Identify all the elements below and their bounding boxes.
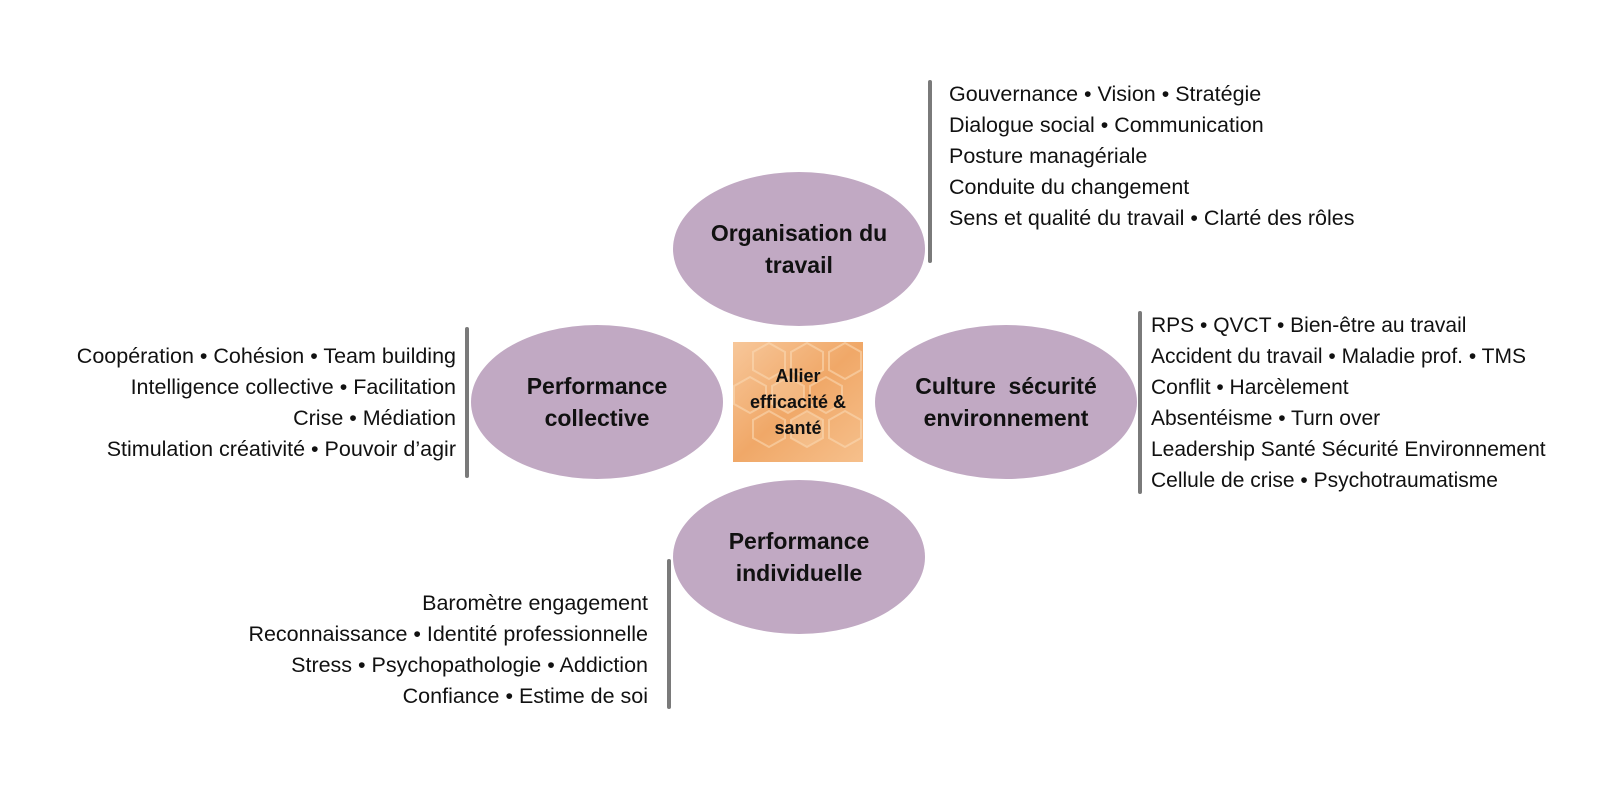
divider-bar-left <box>465 327 469 478</box>
list-item: Leadership Santé Sécurité Environnement <box>1151 438 1546 461</box>
list-item: Conduite du changement <box>949 175 1190 199</box>
list-item: Reconnaissance • Identité professionnell… <box>248 622 648 646</box>
list-organisation-du-travail: Gouvernance • Vision • Stratégie Dialogu… <box>949 79 1355 234</box>
list-item: Dialogue social • Communication <box>949 113 1264 137</box>
center-label: Allier efficacité & santé <box>738 363 858 441</box>
list-item: Gouvernance • Vision • Stratégie <box>949 82 1262 106</box>
divider-bar-top <box>928 80 932 263</box>
center-label-line: Allier <box>775 366 821 386</box>
node-label-line: environnement <box>923 405 1089 431</box>
center-label-line: efficacité & <box>749 392 847 412</box>
list-culture-securite-environnement: RPS • QVCT • Bien-être au travail Accide… <box>1151 310 1546 496</box>
node-label-line: collective <box>544 405 650 431</box>
node-culture-securite-environnement: Culture sécurité environnement <box>875 325 1137 479</box>
node-label-line: travail <box>765 252 833 278</box>
node-label-line: Performance <box>526 373 668 399</box>
center-tile: Allier efficacité & santé <box>733 342 863 462</box>
list-item: Stress • Psychopathologie • Addiction <box>291 653 648 677</box>
list-item: Crise • Médiation <box>293 406 456 430</box>
list-item: Absentéisme • Turn over <box>1151 407 1381 430</box>
list-item: Accident du travail • Maladie prof. • TM… <box>1151 345 1526 368</box>
list-item: Posture managériale <box>949 144 1148 168</box>
node-label-line: Performance <box>728 528 870 554</box>
list-item: Sens et qualité du travail • Clarté des … <box>949 206 1355 230</box>
center-label-line: santé <box>774 418 822 438</box>
list-item: Intelligence collective • Facilitation <box>130 375 456 399</box>
list-item: Cellule de crise • Psychotraumatisme <box>1151 469 1498 492</box>
list-item: Baromètre engagement <box>422 591 648 615</box>
node-performance-individuelle: Performance individuelle <box>673 480 925 634</box>
list-item: RPS • QVCT • Bien-être au travail <box>1151 314 1467 337</box>
node-label-line: Culture sécurité <box>915 373 1097 399</box>
list-performance-individuelle: Baromètre engagement Reconnaissance • Id… <box>248 588 648 712</box>
divider-bar-bottom <box>667 559 671 709</box>
node-performance-collective: Performance collective <box>471 325 723 479</box>
list-item: Stimulation créativité • Pouvoir d’agir <box>106 437 456 461</box>
node-label-line: Organisation du <box>710 220 888 246</box>
list-item: Coopération • Cohésion • Team building <box>76 344 456 368</box>
honeycomb-pattern <box>733 342 863 462</box>
node-organisation-du-travail: Organisation du travail <box>673 172 925 326</box>
node-label-line: individuelle <box>735 560 863 586</box>
divider-bar-right <box>1138 311 1142 494</box>
list-item: Confiance • Estime de soi <box>402 684 648 708</box>
list-performance-collective: Coopération • Cohésion • Team building I… <box>77 341 456 465</box>
list-item: Conflit • Harcèlement <box>1151 376 1349 399</box>
